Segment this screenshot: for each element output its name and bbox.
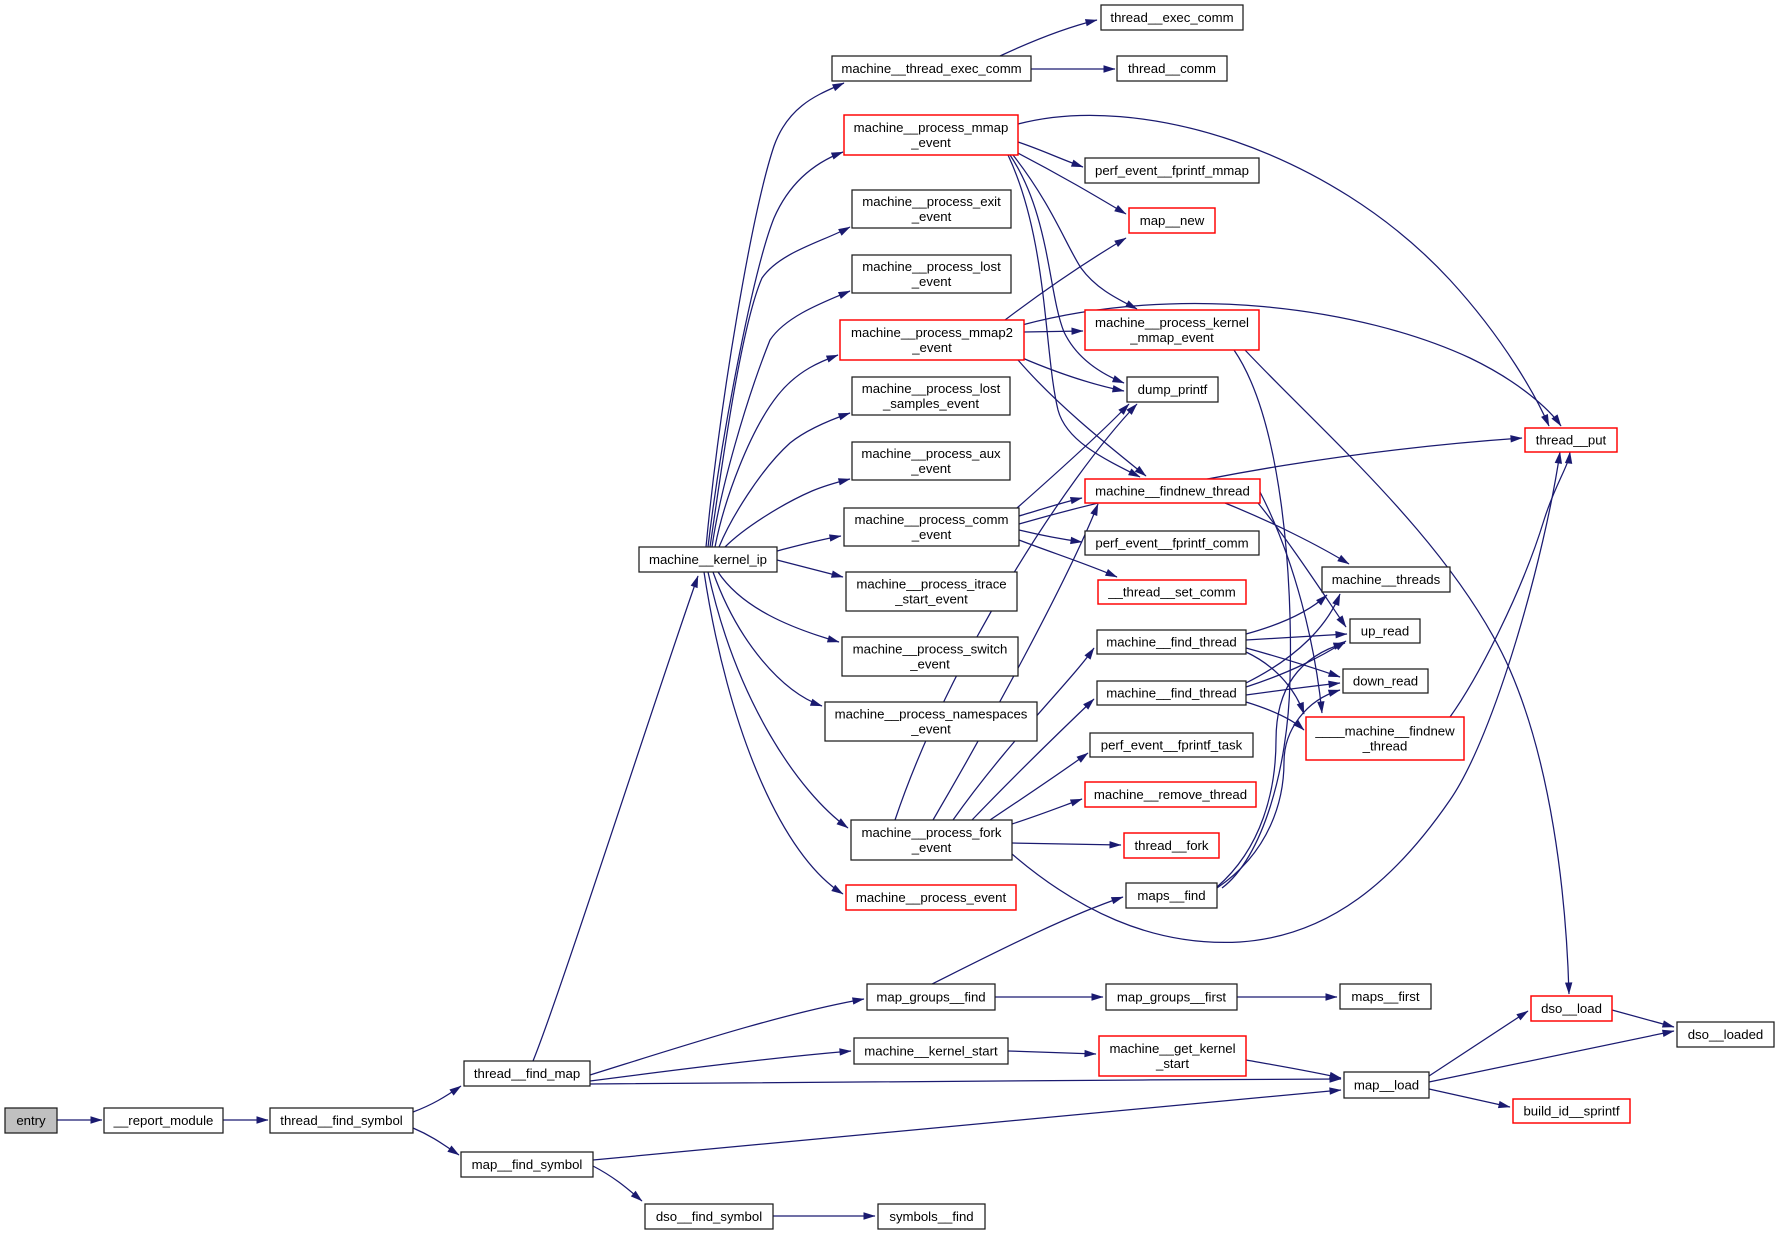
svg-text:_event: _event (910, 135, 951, 150)
svg-text:entry: entry (16, 1113, 46, 1128)
svg-text:maps__find: maps__find (1137, 888, 1205, 903)
svg-text:_start: _start (1155, 1056, 1189, 1071)
svg-text:maps__first: maps__first (1351, 989, 1419, 1004)
svg-text:machine__find_thread: machine__find_thread (1106, 635, 1237, 650)
svg-text:machine__process_kernel: machine__process_kernel (1095, 315, 1249, 330)
svg-text:perf_event__fprintf_comm: perf_event__fprintf_comm (1095, 536, 1248, 551)
svg-text:__thread__set_comm: __thread__set_comm (1107, 585, 1236, 600)
svg-text:build_id__sprintf: build_id__sprintf (1523, 1104, 1619, 1119)
svg-text:_mmap_event: _mmap_event (1129, 330, 1214, 345)
svg-text:__report_module: __report_module (113, 1113, 214, 1128)
svg-text:dump_printf: dump_printf (1138, 382, 1208, 397)
svg-text:machine__get_kernel: machine__get_kernel (1109, 1041, 1235, 1056)
svg-text:machine__process_mmap: machine__process_mmap (854, 120, 1009, 135)
svg-text:machine__process_mmap2: machine__process_mmap2 (851, 325, 1013, 340)
svg-text:machine__process_fork: machine__process_fork (861, 825, 1001, 840)
svg-text:perf_event__fprintf_mmap: perf_event__fprintf_mmap (1095, 163, 1249, 178)
svg-text:machine__process_switch: machine__process_switch (853, 642, 1008, 657)
svg-text:thread__put: thread__put (1536, 433, 1607, 448)
svg-text:down_read: down_read (1353, 674, 1418, 689)
svg-text:symbols__find: symbols__find (889, 1209, 973, 1224)
svg-text:machine__process_aux: machine__process_aux (861, 446, 1001, 461)
svg-text:perf_event__fprintf_task: perf_event__fprintf_task (1101, 738, 1243, 753)
svg-text:map__new: map__new (1140, 213, 1205, 228)
svg-text:machine__process_itrace: machine__process_itrace (856, 577, 1006, 592)
svg-text:thread__exec_comm: thread__exec_comm (1110, 10, 1233, 25)
svg-text:_thread: _thread (1362, 739, 1408, 754)
svg-text:_event: _event (911, 209, 952, 224)
svg-text:machine__kernel_start: machine__kernel_start (864, 1044, 998, 1059)
svg-text:machine__threads: machine__threads (1332, 572, 1441, 587)
svg-text:thread__fork: thread__fork (1134, 838, 1208, 853)
svg-text:_samples_event: _samples_event (882, 396, 979, 411)
svg-text:_event: _event (911, 527, 952, 542)
svg-text:machine__find_thread: machine__find_thread (1106, 686, 1237, 701)
svg-text:_event: _event (911, 274, 952, 289)
svg-text:_event: _event (910, 461, 951, 476)
svg-text:_event: _event (911, 840, 952, 855)
svg-text:map_groups__find: map_groups__find (876, 990, 985, 1005)
svg-text:machine__process_lost: machine__process_lost (862, 259, 1001, 274)
svg-text:dso__loaded: dso__loaded (1688, 1027, 1764, 1042)
svg-text:dso__load: dso__load (1541, 1001, 1602, 1016)
svg-text:machine__process_comm: machine__process_comm (855, 512, 1009, 527)
svg-text:thread__find_symbol: thread__find_symbol (280, 1113, 402, 1128)
svg-text:machine__process_lost: machine__process_lost (862, 381, 1001, 396)
svg-text:map__load: map__load (1354, 1078, 1419, 1093)
svg-text:machine__process_event: machine__process_event (856, 890, 1007, 905)
svg-text:_event: _event (909, 657, 950, 672)
svg-text:machine__process_namespaces: machine__process_namespaces (835, 707, 1028, 722)
svg-text:machine__remove_thread: machine__remove_thread (1094, 787, 1247, 802)
svg-text:map_groups__first: map_groups__first (1117, 990, 1227, 1005)
svg-text:_event: _event (910, 722, 951, 737)
svg-text:____machine__findnew: ____machine__findnew (1314, 724, 1455, 739)
svg-text:thread__comm: thread__comm (1128, 61, 1216, 76)
svg-text:machine__thread_exec_comm: machine__thread_exec_comm (841, 61, 1021, 76)
svg-text:machine__process_exit: machine__process_exit (862, 194, 1001, 209)
svg-text:dso__find_symbol: dso__find_symbol (656, 1209, 762, 1224)
svg-text:thread__find_map: thread__find_map (474, 1066, 580, 1081)
svg-text:map__find_symbol: map__find_symbol (472, 1157, 583, 1172)
svg-text:machine__findnew_thread: machine__findnew_thread (1095, 484, 1250, 499)
svg-text:up_read: up_read (1361, 624, 1409, 639)
svg-text:machine__kernel_ip: machine__kernel_ip (649, 552, 767, 567)
svg-text:_start_event: _start_event (894, 592, 968, 607)
svg-text:_event: _event (911, 340, 952, 355)
